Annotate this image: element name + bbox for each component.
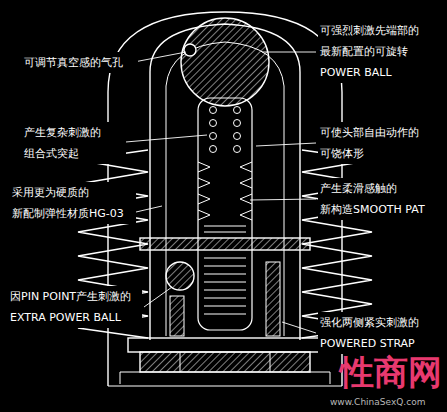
watermark-url: www.ChinaSexQ.com [330, 397, 425, 408]
callout-label: 因PIN POINT产生刺激的 EXTRA POWER BALL [8, 286, 142, 328]
air-hole [184, 44, 196, 56]
leader-lines [114, 52, 316, 333]
callout-label: 可调节真空感的气孔 [22, 52, 138, 73]
left-strap [170, 296, 184, 336]
base-steps [108, 352, 342, 386]
power-ball [181, 18, 269, 106]
right-strap [266, 262, 280, 336]
extra-power-ball [166, 262, 194, 290]
callout-label: 可使头部自由动作的 可饶体形 [318, 122, 434, 164]
base-plate [128, 338, 322, 352]
inner-channel [198, 98, 252, 330]
watermark: 性商网 [340, 352, 442, 392]
outer-case [108, 12, 342, 386]
nubs [210, 107, 241, 153]
base-block [140, 352, 310, 372]
callout-label: 强化两侧紧实刺激的 POWERED STRAP [318, 312, 432, 354]
callout-label: 可强烈刺激先端部的 最新配置的可旋转 POWER BALL [318, 20, 432, 83]
callout-label: 产生柔滑感触的 新构造SMOOTH PAT [318, 178, 440, 220]
callout-label: 采用更为硬质的 新配制弹性材质HG-03 [10, 182, 136, 224]
callout-label: 产生复杂刺激的 组合式突起 [22, 122, 126, 164]
smooth-pat-band [140, 238, 310, 250]
